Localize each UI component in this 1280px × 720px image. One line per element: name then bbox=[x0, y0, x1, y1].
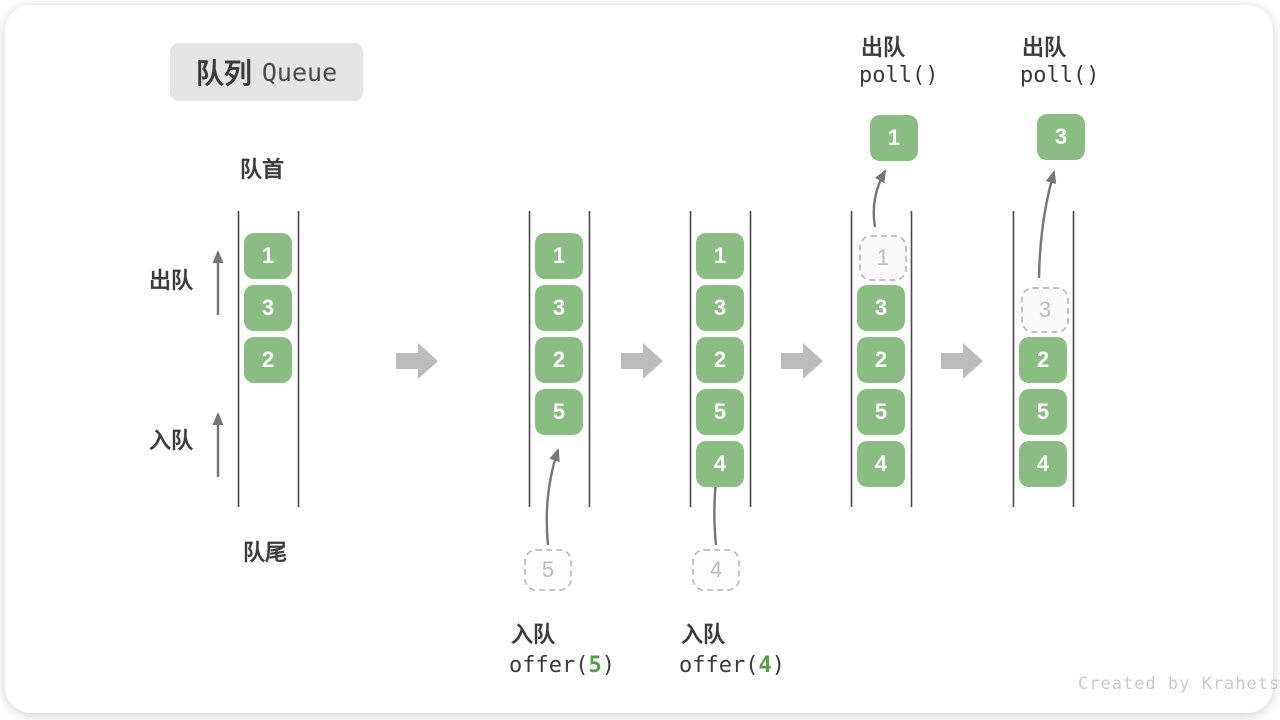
queue-element: 2 bbox=[535, 337, 583, 383]
code-arg: 4 bbox=[758, 653, 772, 678]
code-text: ) bbox=[771, 653, 785, 678]
queue-element: 3 bbox=[244, 285, 292, 331]
queue-element-ghost: 3 bbox=[1021, 287, 1069, 333]
queue-element: 3 bbox=[696, 285, 744, 331]
code-offer5: offer(5) bbox=[509, 653, 615, 678]
queue-element: 5 bbox=[1019, 389, 1067, 435]
pending-element: 5 bbox=[524, 549, 572, 591]
code-text: offer( bbox=[679, 653, 759, 678]
code-poll3: poll() bbox=[1020, 63, 1100, 88]
label-dequeue-op: 出队 bbox=[861, 35, 906, 60]
queue-element: 1 bbox=[535, 233, 583, 279]
queue-element-ghost: 1 bbox=[859, 235, 907, 281]
queue-element: 3 bbox=[535, 285, 583, 331]
title-zh: 队列 bbox=[195, 58, 252, 89]
title-en: Queue bbox=[261, 57, 338, 87]
label-queue-front: 队首 bbox=[240, 157, 285, 182]
queue-element: 5 bbox=[857, 389, 905, 435]
dequeued-element: 3 bbox=[1037, 114, 1085, 160]
queue-element: 4 bbox=[696, 441, 744, 487]
pending-element: 4 bbox=[692, 549, 740, 591]
queue-element: 2 bbox=[1019, 337, 1067, 383]
queue-element: 5 bbox=[535, 389, 583, 435]
code-text: ) bbox=[601, 653, 615, 678]
label-dequeue-op: 出队 bbox=[1022, 35, 1067, 60]
code-offer4: offer(4) bbox=[679, 653, 785, 678]
code-text: offer( bbox=[509, 653, 589, 678]
code-arg: 5 bbox=[588, 653, 602, 678]
diagram-card bbox=[5, 5, 1273, 713]
label-queue-rear: 队尾 bbox=[243, 540, 288, 565]
title-badge: 队列 Queue bbox=[170, 43, 363, 101]
label-enqueue-op: 入队 bbox=[681, 622, 726, 647]
label-enqueue-side: 入队 bbox=[149, 428, 194, 453]
queue-element: 4 bbox=[857, 441, 905, 487]
label-dequeue-side: 出队 bbox=[149, 268, 194, 293]
queue-element: 5 bbox=[696, 389, 744, 435]
watermark-credit: Created by Krahets bbox=[1078, 674, 1280, 694]
queue-element: 1 bbox=[244, 233, 292, 279]
label-enqueue-op: 入队 bbox=[511, 622, 556, 647]
queue-element: 2 bbox=[857, 337, 905, 383]
dequeued-element: 1 bbox=[870, 115, 918, 161]
queue-element: 2 bbox=[244, 337, 292, 383]
queue-element: 2 bbox=[696, 337, 744, 383]
code-poll1: poll() bbox=[859, 63, 939, 88]
queue-element: 4 bbox=[1019, 441, 1067, 487]
queue-element: 3 bbox=[857, 285, 905, 331]
queue-element: 1 bbox=[696, 233, 744, 279]
